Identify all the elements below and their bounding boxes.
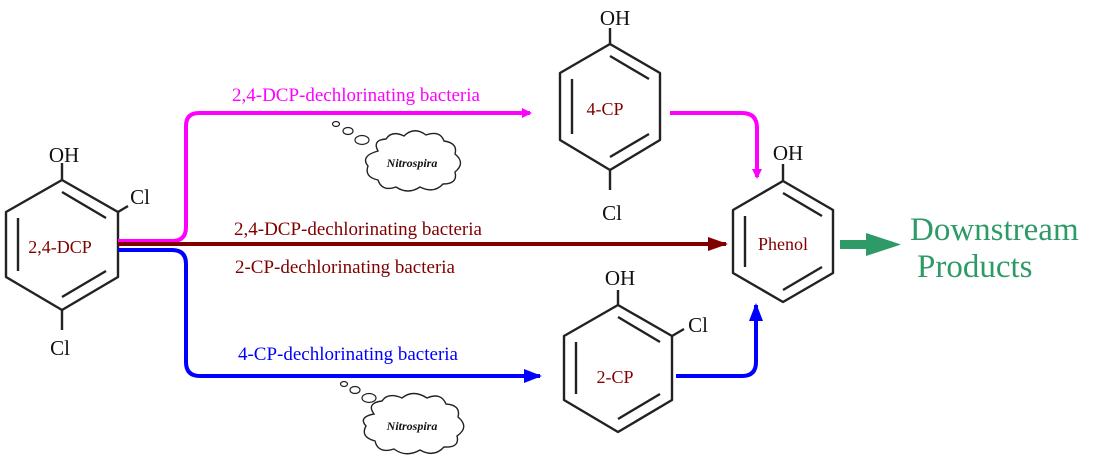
bottom-thought-bubble: Nitrospira: [339, 380, 465, 455]
top-pathway-arrow: [118, 108, 532, 243]
cp4-name-label: 4-CP: [586, 99, 623, 119]
cp2-oh-label: OH: [605, 266, 635, 290]
dcp-oh-label: OH: [49, 143, 79, 167]
downstream-label-line1: Downstream: [910, 212, 1079, 248]
middle-pathway-label-1: 2,4-DCP-dechlorinating bacteria: [234, 219, 483, 240]
downstream-arrow: [840, 233, 901, 256]
top-thought-bubble: Nitrospira: [331, 120, 462, 192]
downstream-label-line2: Products: [917, 249, 1033, 285]
cp2-name-label: 2-CP: [596, 367, 633, 387]
cp2-cl-label: Cl: [688, 313, 708, 337]
dcp-molecule: OH Cl Cl 2,4-DCP: [4, 143, 150, 360]
dcp-cl-ortho-label: Cl: [130, 185, 150, 209]
phenol-name-label: Phenol: [758, 234, 808, 254]
dcp-name-label: 2,4-DCP: [28, 237, 92, 257]
bottom-bubble-label: Nitrospira: [386, 419, 438, 433]
cp2-to-phenol-arrow: [676, 303, 763, 378]
bottom-pathway-arrow: [118, 248, 542, 383]
top-bubble-label: Nitrospira: [386, 156, 438, 170]
cp4-cl-label: Cl: [602, 201, 622, 225]
cp2-molecule: OH Cl 2-CP: [562, 266, 708, 434]
cp4-to-phenol-arrow: [670, 111, 762, 179]
phenol-oh-label: OH: [773, 141, 803, 165]
bottom-pathway-label: 4-CP-dechlorinating bacteria: [238, 344, 459, 365]
cp4-molecule: OH Cl 4-CP: [558, 6, 662, 225]
dcp-cl-para-label: Cl: [50, 336, 70, 360]
phenol-molecule: OH Phenol: [731, 141, 835, 304]
middle-pathway-label-2: 2-CP-dechlorinating bacteria: [235, 257, 456, 278]
top-pathway-label: 2,4-DCP-dechlorinating bacteria: [232, 85, 481, 106]
cp4-oh-label: OH: [600, 6, 630, 30]
